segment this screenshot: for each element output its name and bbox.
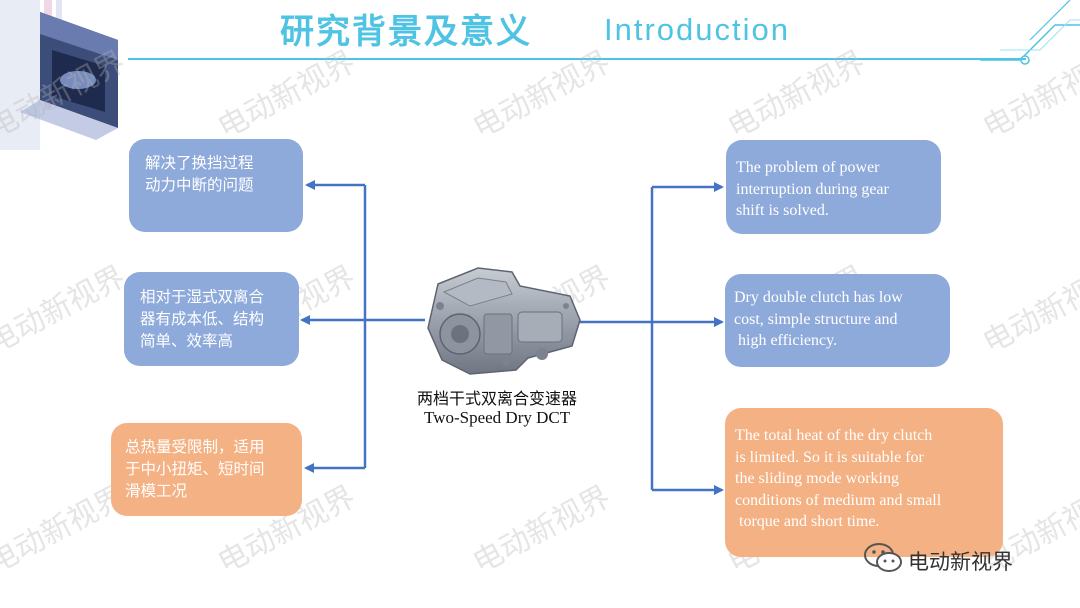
page-title-english: Introduction: [604, 12, 790, 47]
box-line: 简单、效率高: [140, 332, 234, 350]
header-divider: [128, 58, 1026, 60]
box-line: 解决了换挡过程: [145, 154, 254, 172]
wechat-icon: [864, 543, 902, 572]
circuit-decoration: [980, 0, 1080, 65]
box-line: 总热量受限制，适用: [125, 438, 265, 456]
box-line: The problem of power: [736, 159, 880, 176]
right-box-gear-shift: The problem of power interruption during…: [726, 140, 941, 234]
box-line: cost, simple structure and: [734, 310, 898, 328]
box-line: 滑模工况: [125, 482, 188, 500]
page-title: 研究背景及意义: [280, 12, 532, 52]
box-line: shift is solved.: [736, 202, 829, 219]
brand-logo-text: 电动新视界: [908, 550, 1013, 574]
box-line: is limited. So it is suitable for: [735, 448, 924, 466]
left-box-low-cost: 相对于湿式双离合 器有成本低、结构 简单、效率高: [124, 272, 299, 366]
box-line: high efficiency.: [734, 332, 838, 349]
corner-decoration: [0, 0, 118, 150]
box-line: 相对于湿式双离合: [140, 288, 265, 306]
device-label-chinese: 两档干式双离合变速器: [417, 389, 578, 408]
box-line: interruption during gear: [736, 180, 889, 198]
box-line: the sliding mode working: [735, 470, 899, 487]
box-line: 动力中断的问题: [145, 176, 254, 194]
transmission-illustration: [427, 267, 581, 375]
right-box-low-cost: Dry double clutch has low cost, simple s…: [725, 274, 950, 367]
left-box-gear-shift: 解决了换挡过程 动力中断的问题: [129, 139, 303, 232]
box-line: The total heat of the dry clutch: [735, 427, 933, 444]
box-line: 器有成本低、结构: [140, 310, 265, 328]
right-box-heat-limit: The total heat of the dry clutch is limi…: [725, 408, 1003, 557]
device-label-english: Two-Speed Dry DCT: [424, 408, 571, 427]
left-box-heat-limit: 总热量受限制，适用 于中小扭矩、短时间 滑模工况: [111, 423, 302, 516]
box-line: Dry double clutch has low: [734, 289, 903, 306]
box-line: 于中小扭矩、短时间: [125, 460, 265, 478]
box-line: conditions of medium and small: [735, 491, 942, 509]
box-line: torque and short time.: [735, 513, 880, 530]
